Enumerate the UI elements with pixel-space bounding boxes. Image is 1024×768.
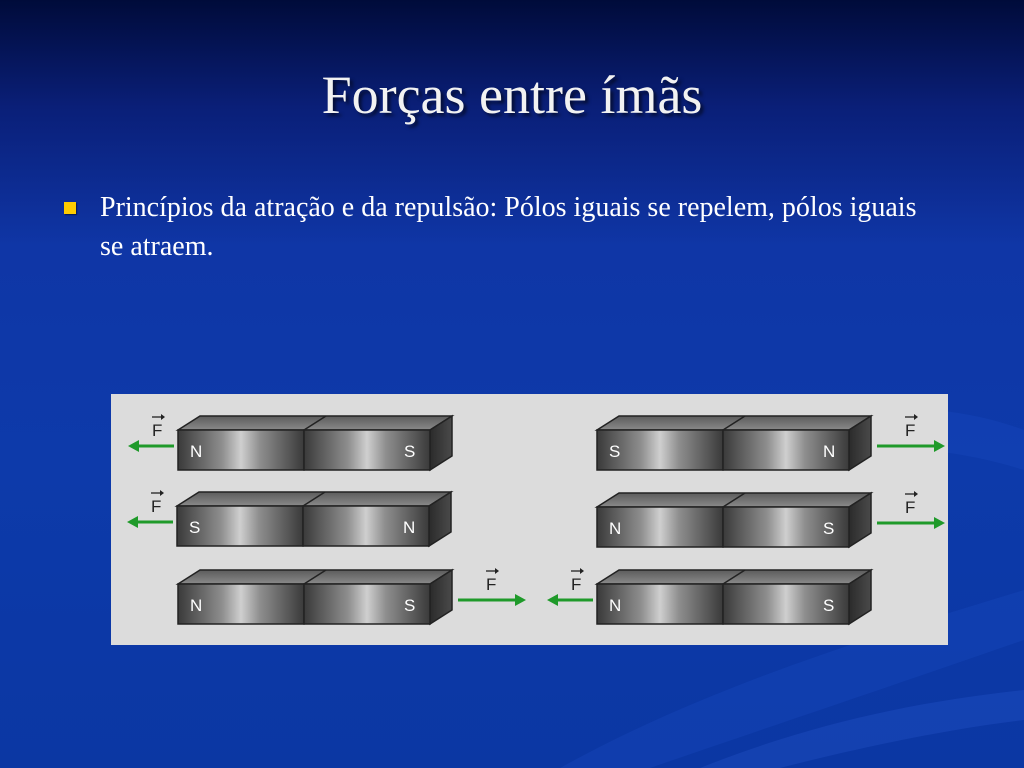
pole-label-right: S: [823, 596, 834, 615]
pole-label-left: N: [609, 519, 621, 538]
vector-arrowhead-icon: [160, 490, 164, 496]
vector-arrowhead-icon: [914, 414, 918, 420]
magnet-forces-figure: N S F S N F N S F S N F N S F N S F: [111, 394, 948, 645]
vector-arrowhead-icon: [914, 491, 918, 497]
pole-label-right: S: [404, 596, 415, 615]
bullet-item: Princípios da atração e da repulsão: Pól…: [62, 188, 942, 266]
bar-magnet: N S F: [175, 568, 526, 626]
vector-arrowhead-icon: [161, 414, 165, 420]
force-arrowhead-icon: [934, 517, 945, 529]
pole-label-left: N: [190, 442, 202, 461]
bar-magnet: S N F: [127, 490, 454, 548]
magnet-right-half: [722, 583, 850, 625]
magnet-seam: [722, 569, 746, 585]
square-bullet-icon: [64, 202, 76, 214]
magnet-left-half: [177, 583, 305, 625]
magnet-left-half: [177, 429, 305, 471]
bullet-text: Princípios da atração e da repulsão: Pól…: [100, 192, 917, 262]
magnet-right-half: [302, 505, 430, 547]
bar-magnet: S N F: [594, 414, 945, 472]
magnet-seam: [303, 415, 327, 431]
bullet-list: Princípios da atração e da repulsão: Pól…: [62, 188, 942, 266]
vector-arrowhead-icon: [580, 568, 584, 574]
magnet-seam: [303, 569, 327, 585]
force-arrowhead-icon: [547, 594, 558, 606]
magnet-left-half: [596, 506, 724, 548]
force-label: F: [905, 498, 915, 517]
magnet-right-half: [303, 429, 431, 471]
force-arrowhead-icon: [128, 440, 139, 452]
bar-magnet: N S F: [128, 414, 455, 472]
pole-label-right: N: [403, 518, 415, 537]
pole-label-left: S: [609, 442, 620, 461]
pole-label-right: S: [404, 442, 415, 461]
pole-label-left: S: [189, 518, 200, 537]
force-arrowhead-icon: [934, 440, 945, 452]
bar-magnet: N S F: [547, 568, 874, 626]
magnet-right-half: [722, 429, 850, 471]
magnet-seam: [302, 491, 326, 507]
force-label: F: [905, 421, 915, 440]
force-arrowhead-icon: [127, 516, 138, 528]
pole-label-left: N: [190, 596, 202, 615]
pole-label-right: S: [823, 519, 834, 538]
force-label: F: [152, 421, 162, 440]
magnet-seam: [722, 492, 746, 508]
force-label: F: [151, 497, 161, 516]
vector-arrowhead-icon: [495, 568, 499, 574]
pole-label-right: N: [823, 442, 835, 461]
force-label: F: [571, 575, 581, 594]
magnet-seam: [722, 415, 746, 431]
slide-title: Forças entre ímãs: [321, 65, 703, 125]
pole-label-left: N: [609, 596, 621, 615]
magnet-right-half: [303, 583, 431, 625]
force-label: F: [486, 575, 496, 594]
magnets-layer: N S F S N F N S F S N F N S F N S F: [127, 414, 945, 626]
force-arrowhead-icon: [515, 594, 526, 606]
magnet-right-half: [722, 506, 850, 548]
bar-magnet: N S F: [594, 491, 945, 549]
